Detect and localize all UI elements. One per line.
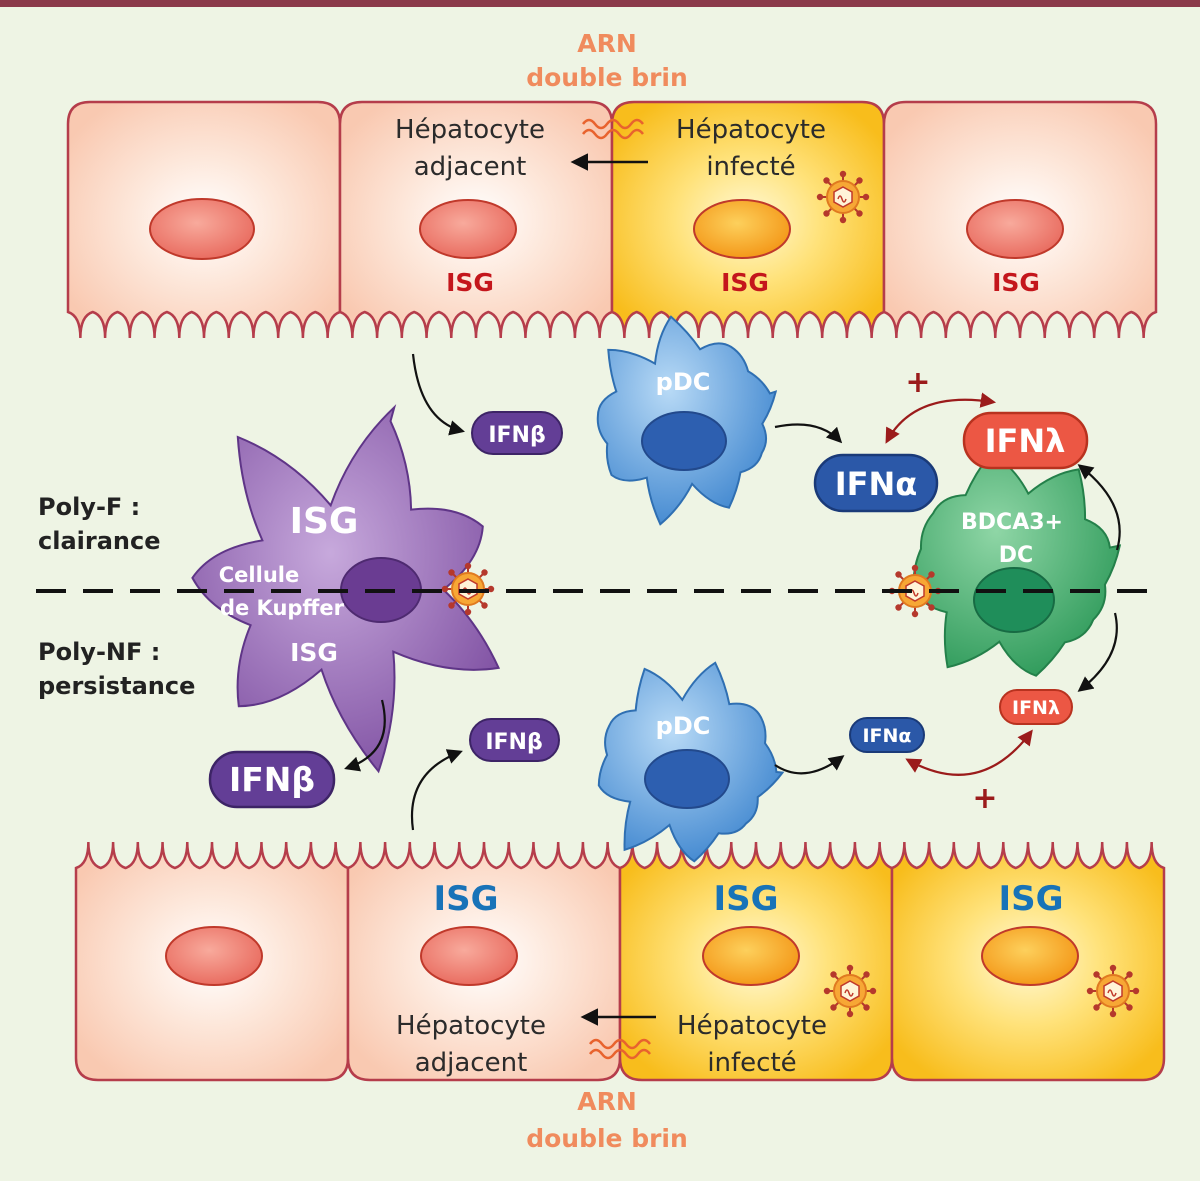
bdca3-label-line2: DC	[999, 543, 1033, 568]
ifn-lambda-badge-bottom: IFNλ	[999, 689, 1073, 725]
nucleus	[420, 926, 518, 986]
kupffer-name-line2: de Kupffer	[220, 596, 345, 620]
svg-text:IFNα: IFNα	[835, 465, 918, 503]
arn-bottom-line2: double brin	[526, 1124, 688, 1153]
svg-text:IFNλ: IFNλ	[985, 422, 1066, 460]
bdca3-label-line1: BDCA3+	[961, 510, 1063, 535]
arn-bottom-line1: ARN	[577, 1087, 637, 1116]
bdca3-dc-cell: BDCA3+ DC	[887, 451, 1122, 677]
dsrna-icon	[582, 118, 644, 140]
svg-text:IFNλ: IFNλ	[1012, 697, 1060, 719]
arrow-ifna-ifnl-top-feedback	[885, 392, 997, 444]
ifn-lambda-badge-top: IFNλ	[962, 411, 1089, 470]
top-hepatocyte-row: Hépatocyte adjacent Hépatocyte infecté I…	[66, 29, 1158, 339]
nucleus	[966, 199, 1064, 259]
ifn-beta-badge-left: IFNβ	[208, 750, 336, 809]
infected-nucleus	[693, 199, 791, 259]
bottom-adjacent-label-line1: Hépatocyte	[396, 1011, 546, 1041]
svg-text:IFNβ: IFNβ	[488, 423, 545, 448]
arn-top-line2: double brin	[526, 63, 688, 92]
nucleus	[419, 199, 517, 259]
poly-f-label-line2: clairance	[38, 527, 161, 555]
nucleus	[165, 926, 263, 986]
isg-label: ISG	[998, 879, 1063, 919]
arn-top-line1: ARN	[577, 29, 637, 58]
kupffer-name-line1: Cellule	[219, 563, 299, 587]
arrow-pdc-to-ifna-bottom	[774, 755, 845, 775]
arrow-hepatocyte-to-ifnb-top	[411, 353, 465, 436]
top-adjacent-label-line2: adjacent	[414, 152, 527, 182]
top-border	[0, 0, 1200, 7]
pdc-cell-top: pDC	[596, 315, 778, 526]
arrow-kupffer-to-ifnb	[344, 699, 386, 772]
infected-nucleus	[702, 926, 800, 986]
plus-sign-top: +	[905, 365, 930, 400]
signal-arrows	[344, 353, 1121, 831]
infected-nucleus	[981, 926, 1079, 986]
poly-nf-label-line1: Poly-NF :	[38, 638, 160, 666]
pdc-label-bottom: pDC	[656, 712, 711, 740]
top-adjacent-label-line1: Hépatocyte	[395, 115, 545, 145]
pdc-nucleus	[644, 749, 730, 809]
feedback-arrows	[885, 392, 1033, 776]
bottom-infected-label-line1: Hépatocyte	[677, 1011, 827, 1041]
arrow-ifna-ifnl-bottom-feedback	[905, 729, 1033, 776]
ifn-beta-badge-top: IFNβ	[471, 411, 563, 455]
pdc-cell-bottom: pDC	[597, 661, 785, 863]
virus-icon	[822, 963, 878, 1019]
bdca3-nucleus	[973, 567, 1055, 633]
kupffer-isg-bottom: ISG	[290, 638, 338, 667]
pdc-label-top: pDC	[656, 368, 711, 396]
plus-sign-bottom: +	[972, 781, 997, 816]
arrow-pdc-to-ifna-top	[774, 423, 843, 444]
isg-label: ISG	[446, 268, 494, 297]
dsrna-icon	[589, 1038, 651, 1060]
virus-icon	[815, 169, 871, 225]
top-infected-label-line2: infecté	[706, 152, 795, 182]
poly-nf-label-line2: persistance	[38, 672, 195, 700]
svg-text:IFNβ: IFNβ	[229, 760, 315, 799]
bottom-hepatocyte-row: ISG ISG ISG Hépatocyte adjacent Hépatocy…	[74, 841, 1166, 1153]
top-infected-label-line1: Hépatocyte	[676, 115, 826, 145]
ifn-beta-badge-bottom: IFNβ	[469, 718, 560, 762]
isg-label: ISG	[433, 879, 498, 919]
pdc-nucleus	[641, 411, 727, 471]
ifn-alpha-badge-bottom: IFNα	[849, 717, 925, 753]
isg-label: ISG	[721, 268, 769, 297]
bottom-infected-label-line2: infecté	[707, 1048, 796, 1078]
svg-text:IFNα: IFNα	[862, 725, 911, 747]
bottom-adjacent-label-line2: adjacent	[415, 1048, 528, 1078]
arrow-bdca3-to-ifnl-bottom	[1077, 612, 1118, 692]
arrow-hepatocyte-to-ifnb-bottom	[410, 749, 463, 831]
poly-f-label-line1: Poly-F :	[38, 493, 140, 521]
ifn-alpha-badge-top: IFNα	[813, 453, 939, 513]
kupffer-isg-top: ISG	[290, 501, 359, 542]
isg-label: ISG	[713, 879, 778, 919]
isg-label: ISG	[992, 268, 1040, 297]
arrow-bdca3-to-ifnl-top	[1077, 464, 1121, 551]
virus-icon	[1085, 963, 1141, 1019]
nucleus	[149, 198, 255, 260]
svg-text:IFNβ: IFNβ	[485, 730, 542, 755]
